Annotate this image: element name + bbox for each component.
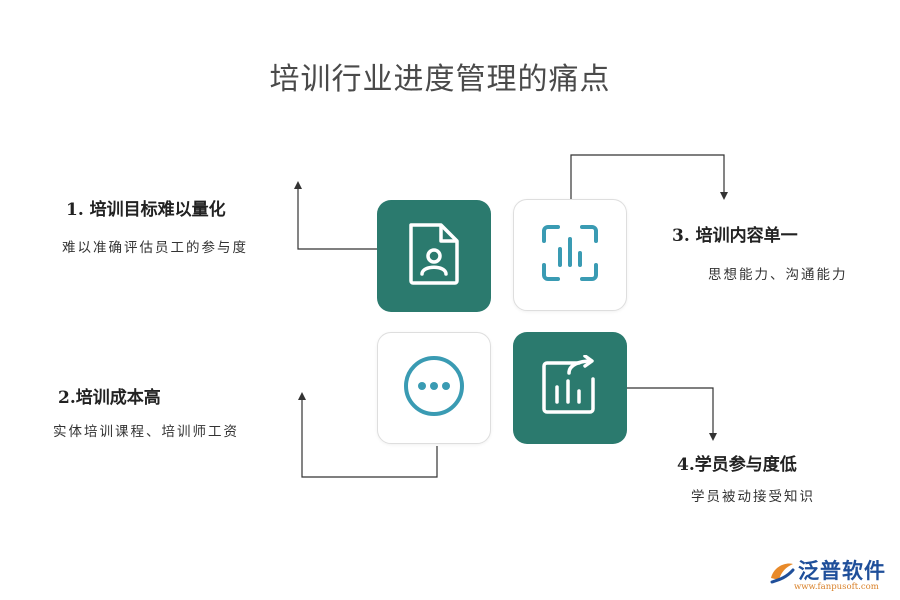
item-3-heading: 3. 培训内容单一 <box>672 226 798 246</box>
scan-bars-icon <box>540 223 600 287</box>
logo-url: www.fanpusoft.com <box>794 582 879 592</box>
item-3-description: 思想能力、沟通能力 <box>708 267 848 283</box>
brand-logo: 泛普软件 www.fanpusoft.com <box>768 552 894 596</box>
connector-item-3 <box>570 154 728 200</box>
tile-item-2 <box>377 332 491 444</box>
tile-item-1 <box>377 200 491 312</box>
page-title: 培训行业进度管理的痛点 <box>269 62 611 97</box>
logo-name: 泛普软件 <box>798 559 886 583</box>
connector-item-2 <box>298 392 438 478</box>
more-dots-icon <box>402 354 466 422</box>
connector-item-4 <box>627 387 717 441</box>
tile-item-4 <box>513 332 627 444</box>
logo-mark-icon <box>768 558 796 590</box>
item-2-heading: 2.培训成本高 <box>58 388 161 408</box>
item-1-heading: 1. 培训目标难以量化 <box>66 200 226 220</box>
connector-item-1 <box>294 181 377 250</box>
item-4-description: 学员被动接受知识 <box>691 489 815 505</box>
item-1-description: 难以准确评估员工的参与度 <box>62 240 248 256</box>
tile-item-3 <box>513 199 627 311</box>
document-person-icon <box>407 222 461 290</box>
item-4-heading: 4.学员参与度低 <box>677 455 797 475</box>
bar-chart-share-icon <box>539 354 601 421</box>
item-2-description: 实体培训课程、培训师工资 <box>53 424 239 440</box>
